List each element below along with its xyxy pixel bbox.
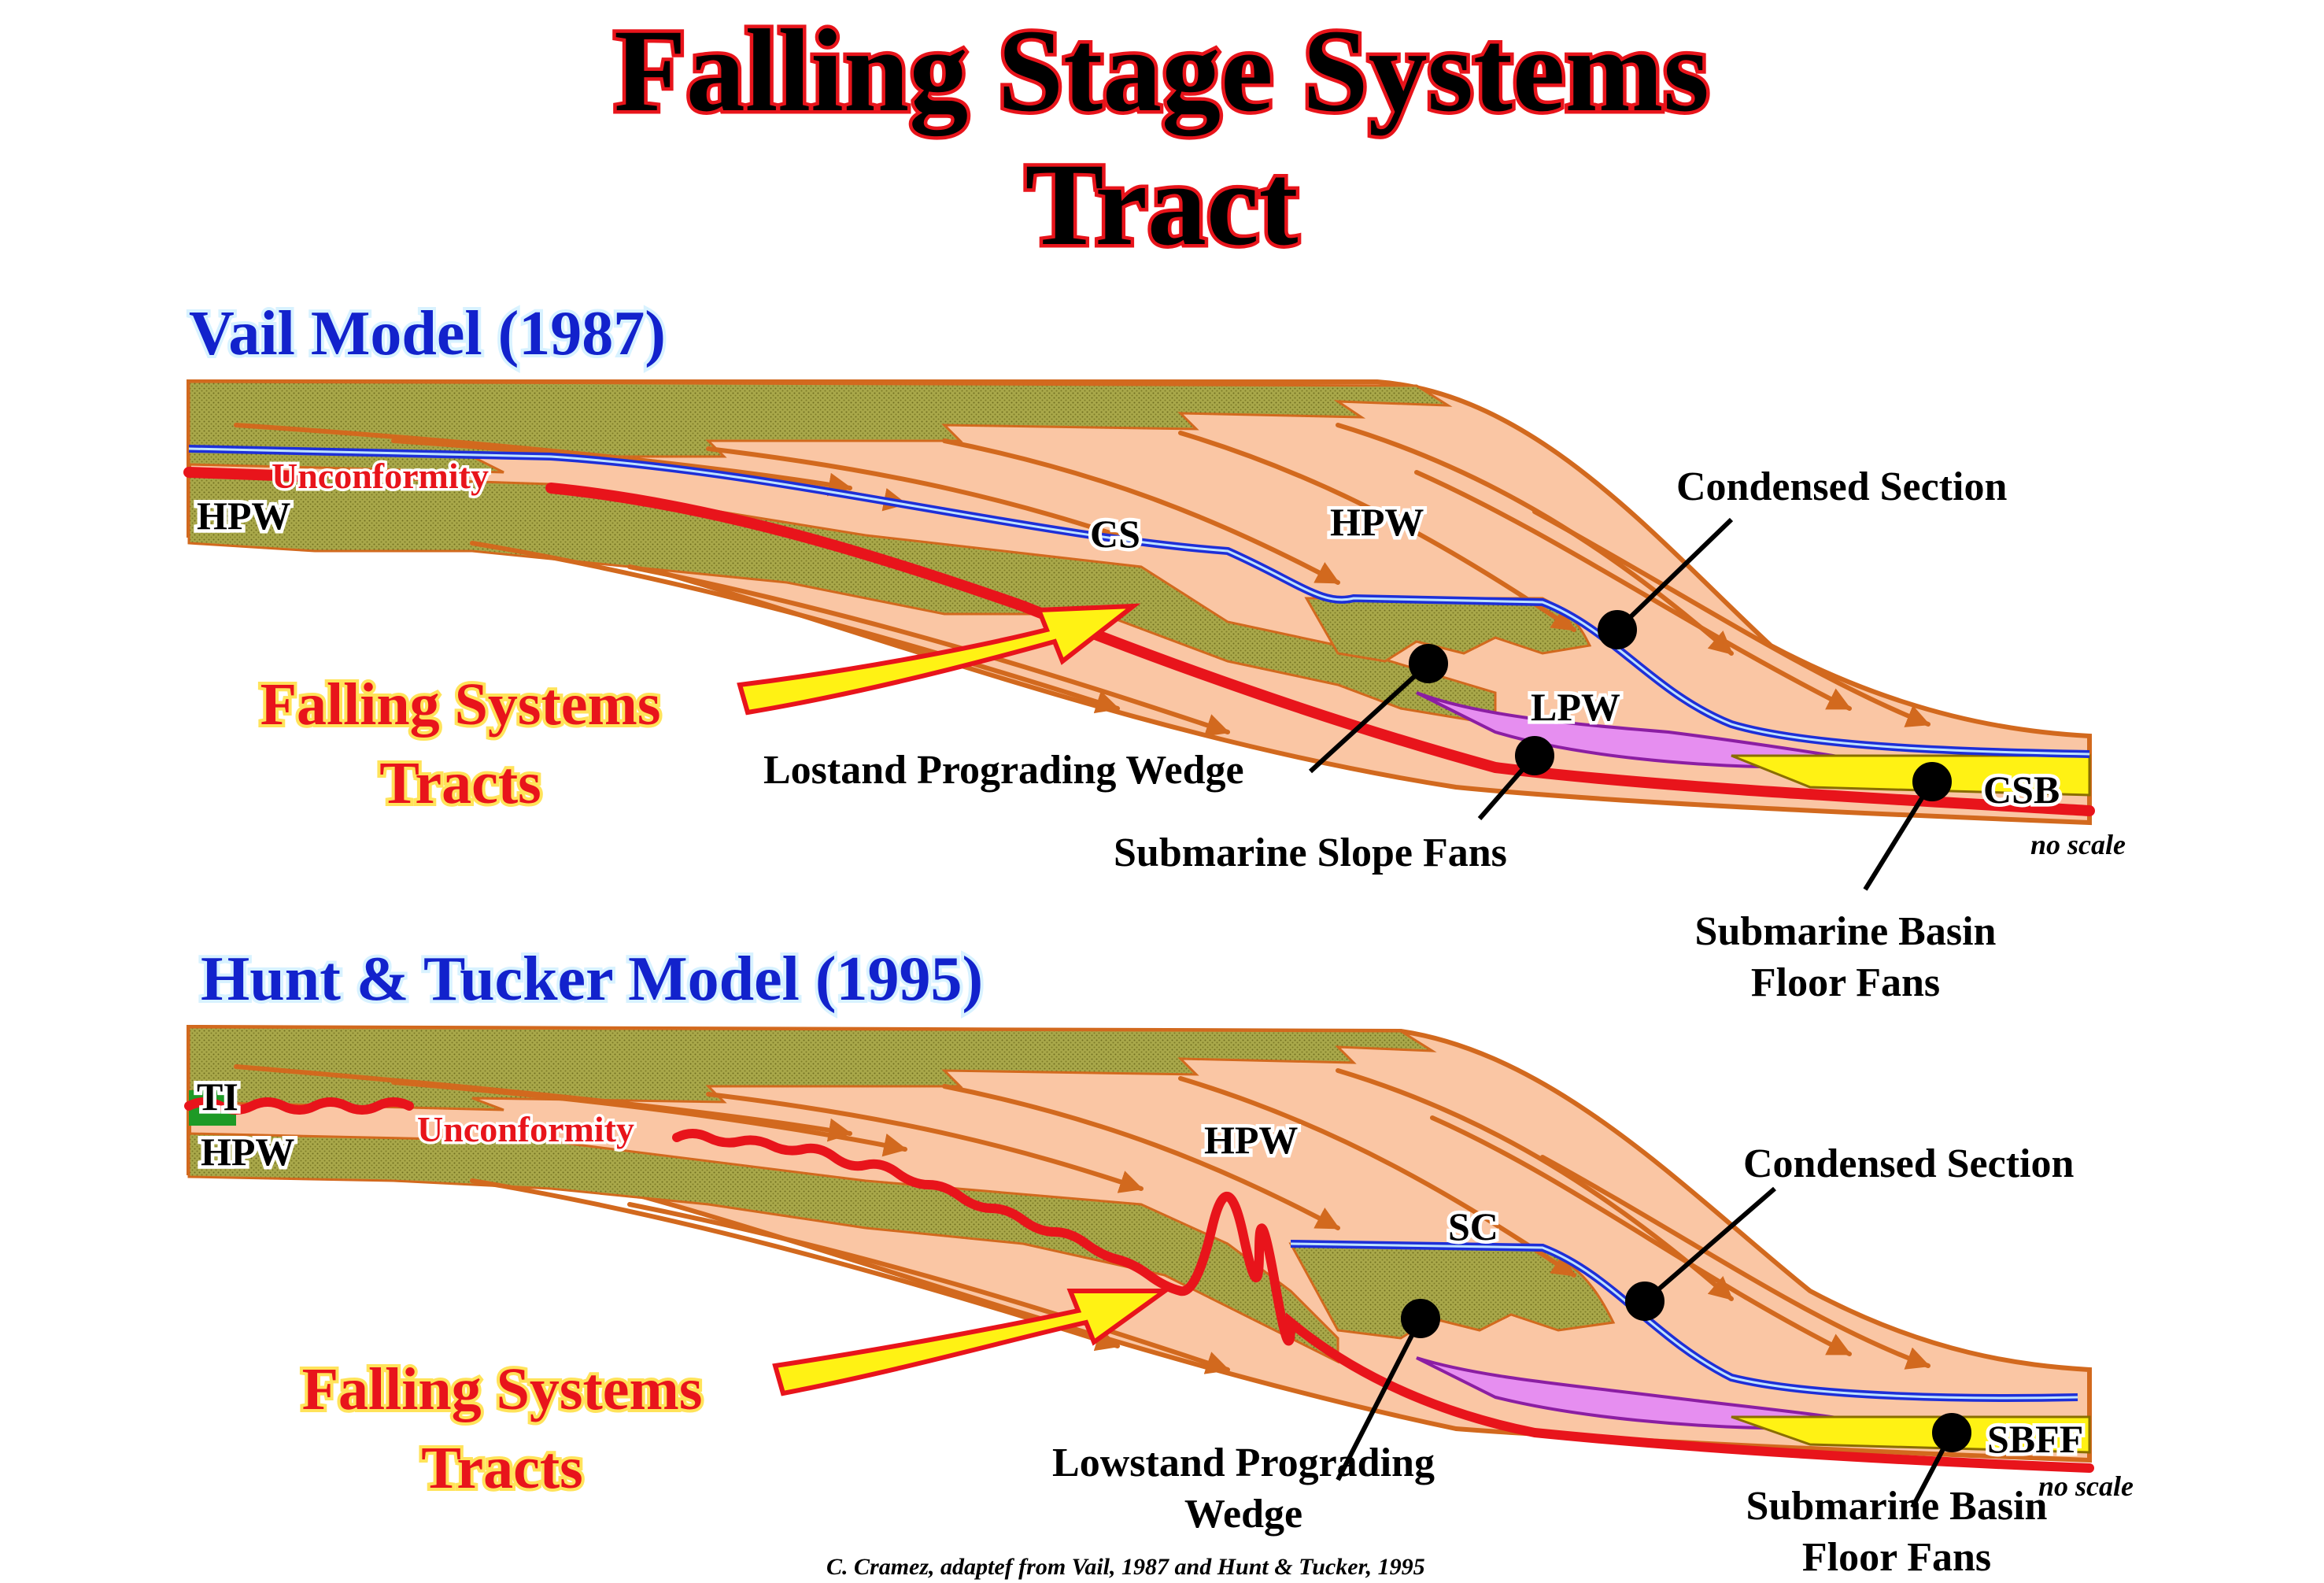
vail-lower-topset <box>187 471 1497 726</box>
hunt-falling-label-2: Tracts <box>421 1435 582 1501</box>
hunt-basin-fan-dot <box>1932 1413 1971 1452</box>
hunt-lowstand-dot <box>1401 1299 1440 1338</box>
hunt-leaders <box>1336 1186 1971 1509</box>
hunt-ti-tag: TI <box>197 1074 238 1119</box>
vail-leaders <box>1308 517 1952 891</box>
vail-cs-tag: CS <box>1090 512 1140 556</box>
hunt-hpw-left-tag: HPW <box>201 1130 294 1174</box>
hunt-clinoform-arrows <box>234 1064 1931 1374</box>
hunt-no-scale: no scale <box>2038 1470 2134 1502</box>
vail-model-heading: Vail Model (1987) <box>189 299 666 368</box>
vail-csb-tag: CSB <box>1983 767 2060 812</box>
vail-lpw-tag: LPW <box>1531 685 1620 729</box>
page-title-line1: Falling Stage Systems <box>614 6 1709 136</box>
vail-falling-label-1: Falling Systems <box>260 671 661 738</box>
vail-slope-fans <box>1416 691 1858 770</box>
vail-basin-floor-label-2: Floor Fans <box>1751 960 1940 1005</box>
hunt-hpw-mid-tag: HPW <box>1204 1118 1298 1162</box>
vail-lostand-wedge-label: Lostand Prograding Wedge <box>763 748 1244 793</box>
vail-slope-fan-dot <box>1515 736 1554 775</box>
vail-basin-floor-fans <box>1731 754 2091 797</box>
hunt-sc-tag: SC <box>1448 1204 1498 1248</box>
hunt-condensed-dot <box>1625 1282 1664 1321</box>
vail-hpw-mid-tag: HPW <box>1330 500 1424 544</box>
hunt-model-heading: Hunt & Tucker Model (1995) <box>201 945 983 1014</box>
vail-falling-label-2: Tracts <box>379 750 541 816</box>
hunt-basin-floor-label-1: Submarine Basin <box>1746 1484 2048 1529</box>
hunt-falling-label-1: Falling Systems <box>302 1356 703 1422</box>
hunt-lowstand-label-2: Wedge <box>1184 1492 1302 1537</box>
vail-unconformity-label: Unconformity <box>272 456 489 496</box>
hunt-unconformity-label: Unconformity <box>417 1109 634 1149</box>
vail-hpw-left-tag: HPW <box>197 494 290 538</box>
vail-slope-fans-label: Submarine Slope Fans <box>1114 830 1507 875</box>
vail-falling-arrow <box>737 603 1141 716</box>
vail-basin-floor-label-1: Submarine Basin <box>1695 909 1997 954</box>
hunt-model-panel: Hunt & Tucker Model (1995) TI HPW <box>184 941 2134 1580</box>
vail-clinoform-arrows <box>234 423 1931 737</box>
page-title-line2: Tract <box>1025 139 1298 270</box>
hunt-basin-floor-label-2: Floor Fans <box>1802 1535 1991 1580</box>
hunt-condensed-section-label: Condensed Section <box>1743 1141 2074 1186</box>
hunt-unconformity-line <box>184 1097 2094 1473</box>
vail-condensed-section-label: Condensed Section <box>1676 464 2007 509</box>
hunt-basin-floor-fans <box>1731 1415 2091 1454</box>
vail-model-panel: Vail Model (1987) <box>183 296 2126 1005</box>
hunt-falling-arrow <box>772 1289 1173 1396</box>
vail-basin-fan-dot <box>1912 762 1952 801</box>
hunt-slope-fans <box>1416 1356 1858 1431</box>
hunt-lowstand-label-1: Lowstand Prograding <box>1052 1441 1435 1485</box>
vail-unconformity-line <box>183 467 2095 816</box>
vail-lowstand-dot <box>1409 644 1448 683</box>
vail-no-scale: no scale <box>2030 829 2126 860</box>
credit-line: C. Cramez, adaptef from Vail, 1987 and H… <box>826 1554 1425 1580</box>
vail-condensed-dot <box>1598 610 1637 649</box>
hunt-sbff-tag: SBFF <box>1987 1417 2083 1461</box>
